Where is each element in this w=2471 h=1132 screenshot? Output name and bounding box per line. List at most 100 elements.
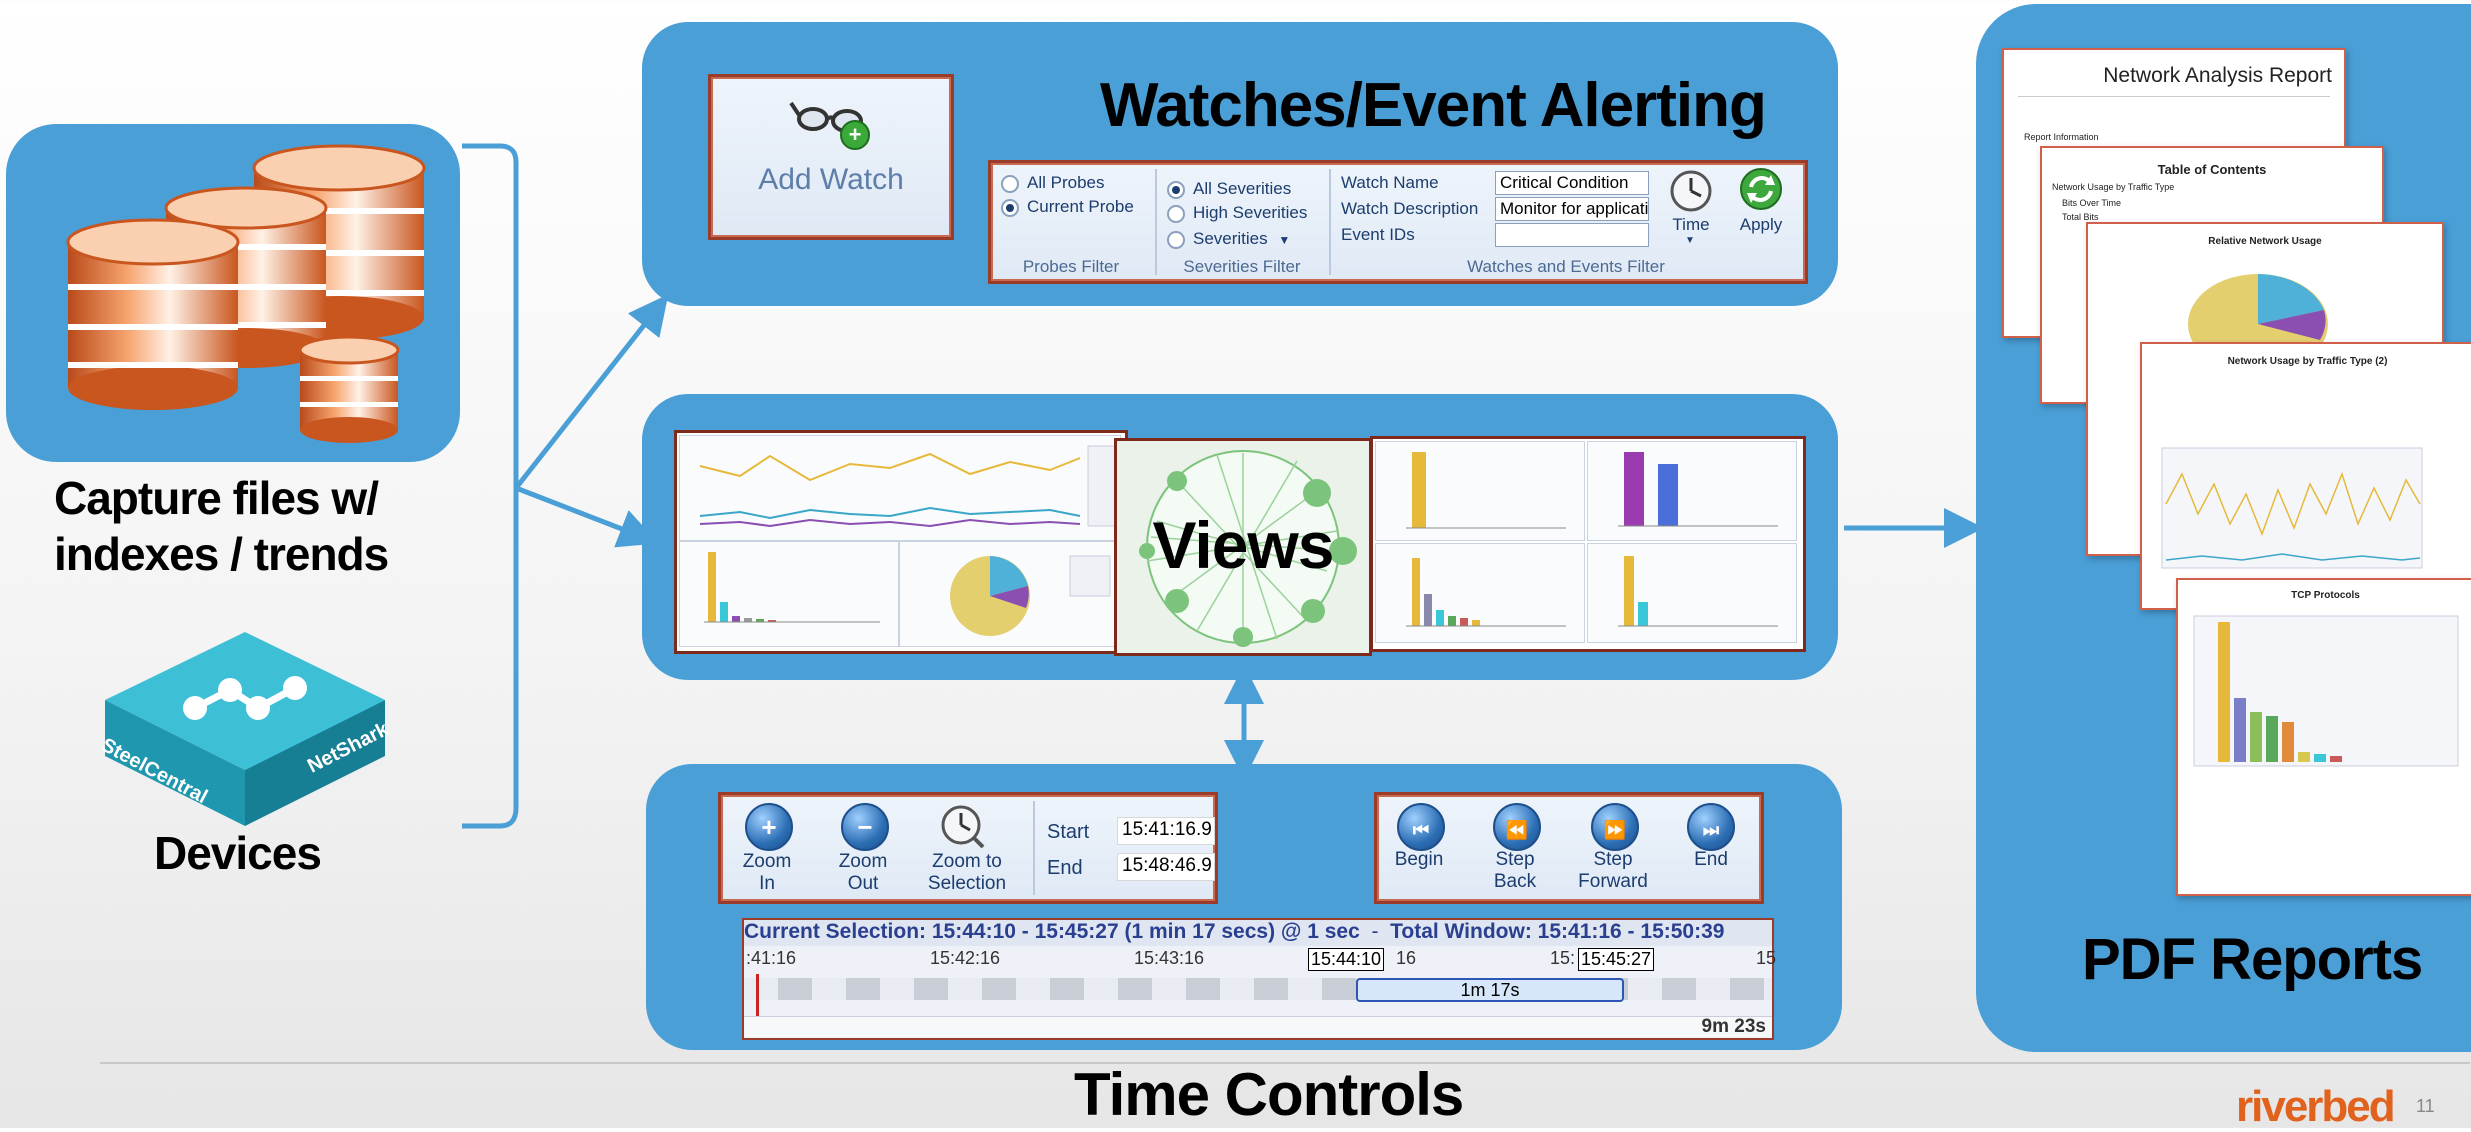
views-screenshot-right (1370, 436, 1806, 652)
severity-option-high[interactable]: High Severities (1167, 203, 1307, 223)
tick-label: 15:42:16 (930, 948, 1001, 968)
chevron-down-icon: ▼ (1685, 235, 1695, 246)
probe-option-all[interactable]: All Probes (1001, 173, 1104, 193)
selection-summary: Current Selection: 15:44:10 - 15:45:27 (… (744, 920, 1772, 946)
probe-option-current[interactable]: Current Probe (1001, 197, 1134, 217)
watches-events-filter-label: Watches and Events Filter (1467, 257, 1665, 276)
step-forward-button[interactable]: ⏩ (1591, 803, 1639, 851)
tick-label: 15 (1756, 948, 1777, 968)
step-back-button[interactable]: ⏪ (1493, 803, 1541, 851)
zoom-to-selection-label: Zoom to Selection (927, 851, 1007, 894)
report-line-chart (2161, 447, 2423, 569)
severity-all-radio[interactable] (1167, 180, 1185, 199)
pie-chart-thumb-graphic (950, 555, 1111, 636)
chevron-down-icon[interactable]: ▼ (1278, 233, 1291, 247)
probe-current-label: Current Probe (1027, 197, 1134, 216)
event-ids-label: Event IDs (1341, 225, 1415, 244)
tick-label-selected-start: 15:44:10 (1308, 948, 1385, 971)
svg-text:+: + (849, 122, 862, 147)
page-number: 11 (2416, 1096, 2435, 1116)
watch-name-label: Watch Name (1341, 173, 1439, 192)
tick-label: 16 (1396, 948, 1417, 968)
tick-label: 15:43:16 (1134, 948, 1205, 968)
zoom-in-button[interactable]: + (745, 803, 793, 851)
bar-thumb-2-graphic (1618, 452, 1778, 527)
report-title: Network Analysis Report (2103, 64, 2332, 87)
begin-label: Begin (1394, 849, 1444, 870)
severity-high-radio[interactable] (1167, 204, 1185, 223)
severity-option-all[interactable]: All Severities (1167, 179, 1291, 199)
skip-back-icon: ⏮ (1412, 820, 1430, 840)
time-controls-title: Time Controls (1074, 1061, 1464, 1128)
rewind-icon: ⏪ (1505, 820, 1529, 840)
severity-custom-label: Severities (1193, 229, 1268, 248)
zoom-to-selection-button[interactable] (939, 803, 989, 851)
bar-thumb-1-graphic (1406, 452, 1566, 529)
skip-forward-icon: ⏭ (1702, 820, 1720, 840)
usage-page-title: Relative Network Usage (2208, 236, 2322, 247)
toolbar-divider (1329, 169, 1331, 275)
line-chart-thumb (679, 435, 1121, 541)
tcp-page-title: TCP Protocols (2291, 590, 2360, 601)
bar-thumb-3-graphic (1406, 558, 1566, 627)
minus-icon: − (857, 812, 873, 842)
selection-range[interactable]: 1m 17s (1356, 978, 1624, 1002)
watch-filter-toolbar: All Probes Current Probe Probes Filter A… (988, 160, 1808, 284)
bar-thumb-1 (1375, 441, 1585, 541)
end-button[interactable]: ⏭ (1687, 803, 1735, 851)
bar-chart-thumb-graphic (704, 552, 880, 623)
step-forward-label: Step Forward (1578, 849, 1648, 892)
clock-magnifier-icon (941, 805, 985, 849)
event-ids-input[interactable] (1495, 223, 1649, 247)
refresh-icon (1740, 168, 1782, 210)
views-screenshot-left (674, 430, 1128, 654)
toolbar-divider (1155, 169, 1157, 275)
total-window-text: Total Window: 15:41:16 - 15:50:39 (1390, 920, 1725, 943)
glasses-plus-icon: + (789, 101, 870, 150)
report-page-tcp: TCP Protocols (2176, 578, 2471, 896)
bar-chart-thumb (679, 541, 899, 647)
add-watch-button[interactable]: + Add Watch (708, 74, 954, 240)
bar-thumb-3 (1375, 543, 1585, 643)
zoom-out-button[interactable]: − (841, 803, 889, 851)
probe-all-label: All Probes (1027, 173, 1105, 192)
probe-all-radio[interactable] (1001, 174, 1019, 193)
report-page-traffic: Network Usage by Traffic Type (2) (2140, 342, 2471, 610)
watch-name-input[interactable]: Critical Condition (1495, 171, 1649, 195)
overview-track[interactable] (744, 1016, 1772, 1037)
watch-description-input[interactable]: Monitor for applicatio (1495, 197, 1649, 221)
bar-thumb-4-graphic (1618, 556, 1778, 627)
tick-label: 15: (1550, 948, 1576, 968)
apply-label: Apply (1739, 215, 1783, 234)
total-duration: 9m 23s (1701, 1016, 1766, 1037)
pdf-reports-title: PDF Reports (2082, 927, 2423, 992)
plus-icon: + (761, 812, 777, 842)
end-time-input[interactable]: 15:48:46.9 (1117, 853, 1215, 881)
start-time-input[interactable]: 15:41:16.9 (1117, 817, 1215, 845)
severities-filter-label: Severities Filter (1183, 257, 1301, 276)
footer-divider (100, 1062, 2470, 1064)
step-toolbar: ⏮ Begin ⏪ Step Back ⏩ Step Forward ⏭ End (1374, 792, 1764, 904)
watch-description-label: Watch Description (1341, 199, 1479, 218)
views-label: Views (1152, 508, 1335, 582)
netshark-device: SteelCentral NetShark (98, 630, 392, 830)
time-button[interactable]: Time ▼ (1661, 169, 1721, 249)
timeline-start-marker[interactable] (756, 974, 759, 1036)
probes-filter-label: Probes Filter (1022, 257, 1120, 276)
begin-button[interactable]: ⏮ (1397, 803, 1445, 851)
watches-title: Watches/Event Alerting (1100, 71, 1767, 140)
severity-custom-radio[interactable] (1167, 230, 1185, 249)
devices-label: Devices (154, 827, 322, 879)
current-selection-text: Current Selection: 15:44:10 - 15:45:27 (… (744, 920, 1360, 943)
line-chart-thumb-graphic (699, 445, 1117, 528)
apply-button[interactable]: Apply (1729, 167, 1793, 237)
traffic-page-title: Network Usage by Traffic Type (2) (2227, 356, 2388, 367)
capture-files-label: Capture files w/ indexes / trends (54, 472, 389, 580)
severity-option-custom[interactable]: Severities ▼ (1167, 229, 1290, 249)
tick-label-selected-end: 15:45:27 (1578, 948, 1655, 971)
fast-forward-icon: ⏩ (1603, 820, 1627, 840)
step-back-label: Step Back (1493, 849, 1537, 892)
selection-duration: 1m 17s (1460, 980, 1520, 1000)
probe-current-radio[interactable] (1001, 198, 1019, 217)
